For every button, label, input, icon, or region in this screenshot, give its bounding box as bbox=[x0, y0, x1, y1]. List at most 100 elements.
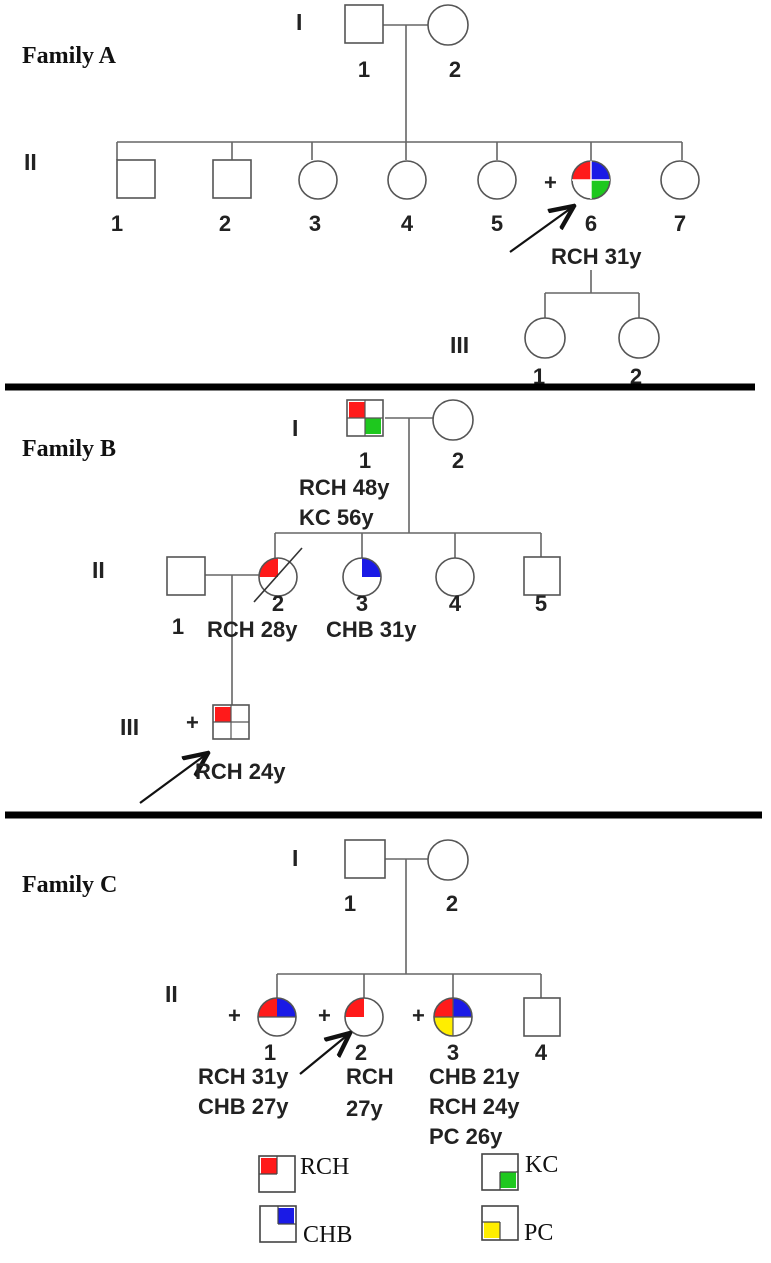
family-a-ii1-male bbox=[116, 159, 156, 199]
family-c-i1-male bbox=[344, 839, 386, 879]
carrier-plus: + bbox=[544, 170, 557, 195]
individual-number: 1 bbox=[359, 448, 371, 473]
clinical-note: 27y bbox=[346, 1096, 383, 1121]
family-b-gen-iii: III bbox=[120, 714, 139, 740]
legend-label: KC bbox=[525, 1152, 558, 1178]
clinical-note: CHB 21y bbox=[429, 1064, 520, 1089]
clinical-note: RCH 24y bbox=[429, 1094, 520, 1119]
individual-number: 1 bbox=[172, 614, 184, 639]
proband-arrow bbox=[509, 206, 574, 253]
family-a-gen-iii: III bbox=[450, 332, 469, 358]
carrier-plus: + bbox=[412, 1003, 425, 1028]
clinical-note: RCH 28y bbox=[207, 617, 298, 642]
family-b-ii3-female-affected bbox=[342, 557, 382, 597]
clinical-note: RCH 48y bbox=[299, 475, 390, 500]
individual-number: 2 bbox=[272, 591, 284, 616]
family-a-gen-i: I bbox=[296, 9, 302, 35]
family-b-ii5-male bbox=[523, 556, 561, 596]
family-b-i2-female bbox=[432, 399, 474, 441]
carrier-plus: + bbox=[228, 1003, 241, 1028]
family-c-ii4-male bbox=[523, 997, 561, 1037]
family-c-i2-female bbox=[427, 839, 469, 881]
family-a-i1-male bbox=[344, 4, 384, 44]
family-b-ii1-male bbox=[166, 556, 206, 596]
clinical-note: CHB 27y bbox=[198, 1094, 289, 1119]
family-a-i2-female bbox=[427, 4, 469, 46]
clinical-note: KC 56y bbox=[299, 505, 374, 530]
family-b-gen-i: I bbox=[292, 415, 298, 441]
rch-quadrant bbox=[345, 998, 364, 1017]
family-b-ii2-female-deceased bbox=[253, 547, 303, 603]
individual-number: 4 bbox=[535, 1040, 548, 1065]
individual-number: 2 bbox=[449, 57, 461, 82]
family-a-iii2-female bbox=[618, 317, 660, 359]
family-a-ii5-female bbox=[477, 160, 517, 200]
individual-number: 3 bbox=[309, 211, 321, 236]
clinical-note: CHB 31y bbox=[326, 617, 417, 642]
individual-number: 3 bbox=[447, 1040, 459, 1065]
rch-quadrant bbox=[349, 402, 365, 418]
chb-quadrant bbox=[362, 558, 381, 577]
legend-item-rch: RCH bbox=[258, 1154, 349, 1193]
individual-number: 2 bbox=[219, 211, 231, 236]
deceased-slash bbox=[253, 547, 303, 603]
family-a-ii6-proband bbox=[571, 160, 611, 200]
legend: RCH KC CHB PC bbox=[258, 1152, 558, 1248]
family-a-gen-ii: II bbox=[24, 149, 37, 175]
clinical-note: PC 26y bbox=[429, 1124, 503, 1149]
family-c: Family C I II 1 2 bbox=[22, 839, 561, 1149]
family-a-ii4-female bbox=[387, 160, 427, 200]
individual-number: 6 bbox=[585, 211, 597, 236]
kc-quadrant bbox=[365, 418, 381, 434]
clinical-note: RCH 31y bbox=[198, 1064, 289, 1089]
individual-number: 3 bbox=[356, 591, 368, 616]
family-c-ii2-female-proband bbox=[344, 997, 384, 1037]
individual-number: 1 bbox=[264, 1040, 276, 1065]
family-b-i1-male-affected bbox=[346, 399, 384, 437]
proband-arrow bbox=[299, 1033, 350, 1075]
legend-item-pc: PC bbox=[481, 1205, 553, 1246]
rch-quadrant bbox=[434, 998, 453, 1017]
family-b-ii4-female bbox=[435, 557, 475, 597]
legend-item-kc: KC bbox=[481, 1152, 558, 1191]
individual-number: 2 bbox=[355, 1040, 367, 1065]
family-b: Family B I II III 1 2 RCH 48y KC 56y bbox=[22, 399, 561, 804]
kc-quadrant bbox=[591, 180, 610, 199]
carrier-plus: + bbox=[318, 1003, 331, 1028]
legend-label: RCH bbox=[300, 1154, 349, 1180]
family-a-ii7-female bbox=[660, 160, 700, 200]
family-c-gen-i: I bbox=[292, 845, 298, 871]
family-b-title: Family B bbox=[22, 436, 116, 462]
proband-note: RCH 31y bbox=[551, 244, 642, 269]
clinical-note: RCH bbox=[346, 1064, 394, 1089]
family-a-iii1-female bbox=[524, 317, 566, 359]
proband-arrow bbox=[139, 753, 208, 804]
rch-quadrant bbox=[259, 558, 278, 577]
individual-number: 4 bbox=[401, 211, 414, 236]
rch-quadrant bbox=[258, 998, 277, 1017]
rch-quadrant bbox=[215, 707, 231, 722]
family-b-gen-ii: II bbox=[92, 557, 105, 583]
individual-number: 1 bbox=[344, 891, 356, 916]
legend-label: PC bbox=[524, 1220, 553, 1246]
individual-number: 1 bbox=[358, 57, 370, 82]
legend-item-chb: CHB bbox=[259, 1205, 352, 1248]
family-c-ii3-female-affected bbox=[433, 997, 473, 1037]
chb-quadrant bbox=[591, 161, 610, 180]
family-c-title: Family C bbox=[22, 872, 117, 898]
chb-quadrant bbox=[453, 998, 472, 1017]
individual-number: 1 bbox=[111, 211, 123, 236]
individual-number: 7 bbox=[674, 211, 686, 236]
family-c-gen-ii: II bbox=[165, 981, 178, 1007]
individual-number: 2 bbox=[630, 364, 642, 389]
family-c-ii1-female-affected bbox=[257, 997, 297, 1037]
clinical-note: RCH 24y bbox=[195, 759, 286, 784]
individual-number: 5 bbox=[491, 211, 503, 236]
pc-quadrant bbox=[434, 1017, 453, 1036]
individual-number: 5 bbox=[535, 591, 547, 616]
chb-quadrant bbox=[277, 998, 296, 1017]
carrier-plus: + bbox=[186, 710, 199, 735]
individual-number: 2 bbox=[452, 448, 464, 473]
